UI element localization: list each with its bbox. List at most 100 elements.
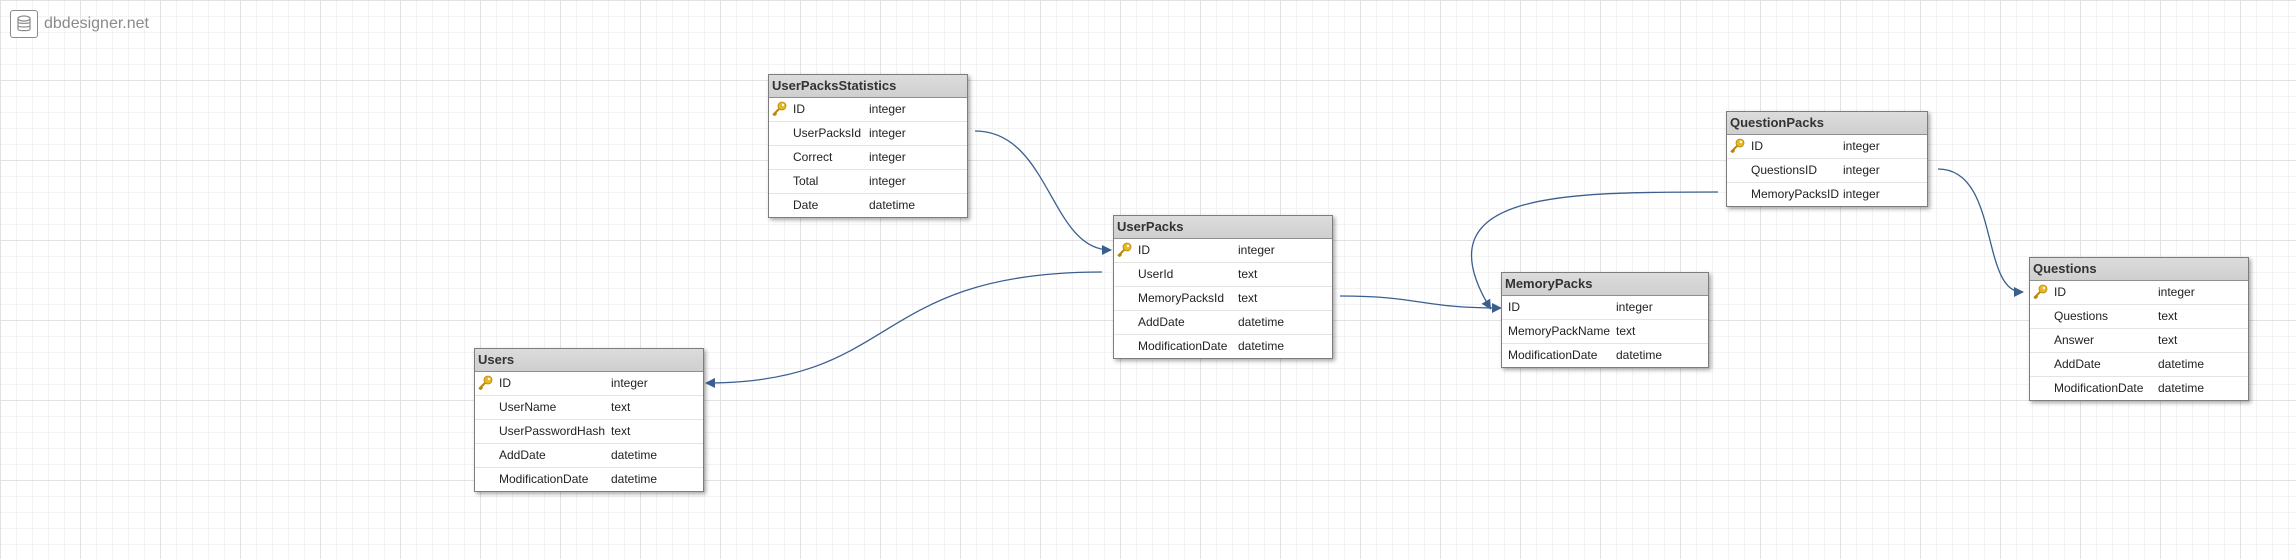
column-name: ModificationDate xyxy=(1508,348,1598,362)
column-type: text xyxy=(2158,309,2178,323)
column-type: integer xyxy=(1238,243,1275,257)
table-row[interactable]: MemoryPacksId text xyxy=(1114,287,1332,311)
column-type: integer xyxy=(611,376,648,390)
table-row[interactable]: UserName text xyxy=(475,396,703,420)
column-name: ModificationDate xyxy=(2054,381,2144,395)
table-row[interactable]: QuestionsID integer xyxy=(1727,159,1927,183)
table-row[interactable]: AddDate datetime xyxy=(1114,311,1332,335)
column-type: text xyxy=(611,400,631,414)
column-type: integer xyxy=(869,150,906,164)
column-name: Answer xyxy=(2054,333,2095,347)
table-row[interactable]: ModificationDate datetime xyxy=(1114,335,1332,358)
table-title[interactable]: Users xyxy=(475,349,703,372)
column-type: integer xyxy=(1843,163,1880,177)
column-type: datetime xyxy=(1238,315,1285,329)
table-row[interactable]: Correct integer xyxy=(769,146,967,170)
table-row[interactable]: ID integer xyxy=(769,98,967,122)
primary-key-icon xyxy=(2033,284,2048,300)
column-type: text xyxy=(1616,324,1636,338)
link-questionpacks-to-questions[interactable] xyxy=(1937,168,2024,297)
table-row[interactable]: MemoryPackName text xyxy=(1502,320,1708,344)
column-name: ID xyxy=(1508,300,1520,314)
database-icon xyxy=(10,10,38,38)
column-name: ID xyxy=(2054,285,2066,299)
primary-key-icon xyxy=(1117,242,1132,258)
table-row[interactable]: ID integer xyxy=(475,372,703,396)
primary-key-icon xyxy=(1730,138,1745,154)
column-name: UserPacksId xyxy=(793,126,862,140)
column-type: integer xyxy=(869,174,906,188)
link-questionpacks-to-memorypacks[interactable] xyxy=(1470,191,1719,310)
column-name: ID xyxy=(1138,243,1150,257)
table-row[interactable]: Total integer xyxy=(769,170,967,194)
column-name: AddDate xyxy=(1138,315,1185,329)
table-row[interactable]: AddDate datetime xyxy=(2030,353,2248,377)
column-name: ID xyxy=(793,102,805,116)
column-name: Correct xyxy=(793,150,833,164)
column-name: UserPasswordHash xyxy=(499,424,606,438)
table-title[interactable]: MemoryPacks xyxy=(1502,273,1708,296)
table-title[interactable]: Questions xyxy=(2030,258,2248,281)
table-row[interactable]: ID integer xyxy=(1114,239,1332,263)
column-name: QuestionsID xyxy=(1751,163,1818,177)
column-name: ModificationDate xyxy=(1138,339,1228,353)
logo-text: dbdesigner.net xyxy=(44,15,149,32)
table-row[interactable]: UserPacksId integer xyxy=(769,122,967,146)
column-type: integer xyxy=(1843,139,1880,153)
table-title[interactable]: QuestionPacks xyxy=(1727,112,1927,135)
table-row[interactable]: ID integer xyxy=(2030,281,2248,305)
column-type: datetime xyxy=(2158,381,2205,395)
table-row[interactable]: Questions text xyxy=(2030,305,2248,329)
column-name: MemoryPackName xyxy=(1508,324,1611,338)
column-name: UserId xyxy=(1138,267,1174,281)
table-row[interactable]: ID integer xyxy=(1502,296,1708,320)
column-name: MemoryPacksID xyxy=(1751,187,1840,201)
table-row[interactable]: ID integer xyxy=(1727,135,1927,159)
table-row[interactable]: ModificationDate datetime xyxy=(1502,344,1708,367)
column-name: AddDate xyxy=(499,448,546,462)
column-type: datetime xyxy=(611,472,658,486)
table-title[interactable]: UserPacksStatistics xyxy=(769,75,967,98)
column-type: integer xyxy=(869,102,906,116)
column-name: Total xyxy=(793,174,819,188)
column-type: datetime xyxy=(1238,339,1285,353)
column-type: datetime xyxy=(611,448,658,462)
column-name: Date xyxy=(793,198,819,212)
column-type: integer xyxy=(2158,285,2195,299)
column-type: datetime xyxy=(1616,348,1663,362)
column-type: text xyxy=(1238,291,1258,305)
table-row[interactable]: ModificationDate datetime xyxy=(2030,377,2248,400)
column-type: integer xyxy=(1843,187,1880,201)
table-row[interactable]: AddDate datetime xyxy=(475,444,703,468)
column-type: integer xyxy=(1616,300,1653,314)
column-name: AddDate xyxy=(2054,357,2101,371)
link-statistics-to-userpacks[interactable] xyxy=(974,130,1112,255)
link-userpacks-to-users[interactable] xyxy=(705,271,1103,388)
app-logo[interactable]: dbdesigner.net xyxy=(10,10,149,38)
column-name: Questions xyxy=(2054,309,2109,323)
column-type: integer xyxy=(869,126,906,140)
column-type: datetime xyxy=(2158,357,2205,371)
table-row[interactable]: Answer text xyxy=(2030,329,2248,353)
table-title[interactable]: UserPacks xyxy=(1114,216,1332,239)
column-name: ID xyxy=(1751,139,1763,153)
column-name: ID xyxy=(499,376,511,390)
primary-key-icon xyxy=(772,101,787,117)
column-type: text xyxy=(2158,333,2178,347)
primary-key-icon xyxy=(478,375,493,391)
link-userpacks-to-memorypacks[interactable] xyxy=(1339,295,1502,313)
column-name: MemoryPacksId xyxy=(1138,291,1225,305)
column-name: UserName xyxy=(499,400,557,414)
